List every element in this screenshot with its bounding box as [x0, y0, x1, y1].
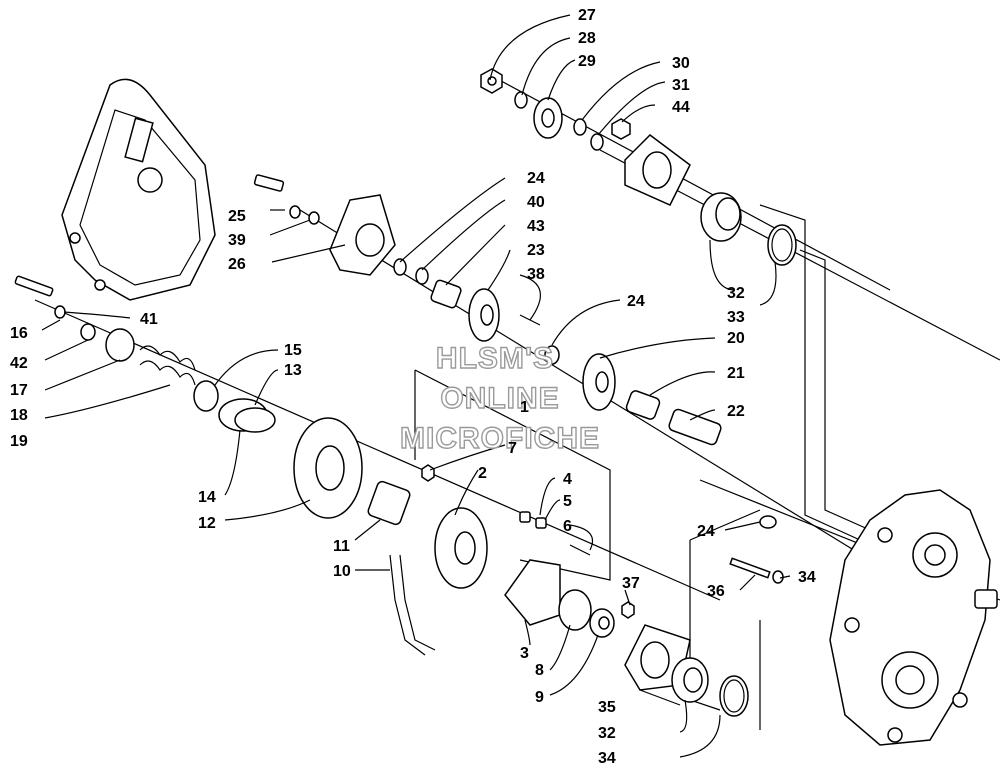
callout-label: 27: [578, 7, 596, 24]
leader-lines: [41, 14, 791, 758]
callout-label: 13: [284, 362, 302, 379]
watermark-line-2: ONLINE: [440, 382, 559, 415]
callout-label: 35: [598, 699, 616, 716]
callout-label: 23: [527, 242, 545, 259]
callout-label: 21: [727, 365, 745, 382]
tension-spring-group: [14, 275, 219, 412]
callout-label: 24: [697, 523, 715, 540]
callout-label: 9: [535, 689, 544, 706]
callout-label: 34: [598, 750, 616, 767]
upper-sprocket-group: [480, 68, 797, 266]
callout-label: 3: [520, 645, 529, 662]
gearcase-housing: [829, 489, 998, 746]
callout-label: 32: [727, 285, 745, 302]
callout-label: 7: [508, 440, 517, 457]
lower-drive-group: [218, 398, 615, 656]
callout-label: 11: [333, 538, 350, 555]
middle-shaft-group: [253, 174, 722, 446]
callout-label: 14: [198, 489, 216, 506]
watermark: HLSM'S ONLINE MICROFICHE: [399, 341, 600, 455]
callout-label: 12: [198, 515, 216, 532]
callout-label: 38: [527, 266, 545, 283]
callout-label: 41: [140, 311, 158, 328]
callout-label: 15: [284, 342, 302, 359]
chaincase-cover: [61, 78, 216, 301]
callout-label: 42: [10, 355, 28, 372]
callout-label: 26: [228, 256, 246, 273]
callout-label: 2: [478, 465, 487, 482]
callout-label: 30: [672, 55, 690, 72]
callout-label: 24: [527, 170, 545, 187]
callout-label: 28: [578, 30, 596, 47]
callout-label: 36: [707, 583, 725, 600]
callout-label: 16: [10, 325, 28, 342]
callout-label: 37: [622, 575, 640, 592]
callout-label: 40: [527, 194, 545, 211]
callout-label: 24: [627, 293, 645, 310]
watermark-line-3: MICROFICHE: [400, 422, 600, 455]
callout-label: 4: [563, 471, 572, 488]
callout-label: 10: [333, 563, 351, 580]
lower-bearing-group: [621, 515, 784, 717]
callout-label: 5: [563, 493, 572, 510]
callout-label: 44: [672, 99, 690, 116]
callout-label: 8: [535, 662, 544, 679]
callout-label: 22: [727, 403, 745, 420]
callout-label: 17: [10, 382, 28, 399]
callout-label: 33: [727, 309, 745, 326]
callout-label: 18: [10, 407, 28, 424]
callout-label: 32: [598, 725, 616, 742]
callout-label: 31: [672, 77, 690, 94]
callout-label: 25: [228, 208, 246, 225]
callout-label: 1: [520, 399, 529, 416]
callout-label: 29: [578, 53, 596, 70]
watermark-line-1: HLSM'S: [436, 342, 554, 375]
callout-labels: 1 2 3 4 5 6 7 8 9 10 11 12 13 14 15 16 1…: [10, 7, 816, 767]
callout-label: 6: [563, 518, 572, 535]
callout-label: 43: [527, 218, 545, 235]
callout-label: 20: [727, 330, 745, 347]
callout-label: 34: [798, 569, 816, 586]
callout-label: 19: [10, 433, 28, 450]
callout-label: 39: [228, 232, 246, 249]
